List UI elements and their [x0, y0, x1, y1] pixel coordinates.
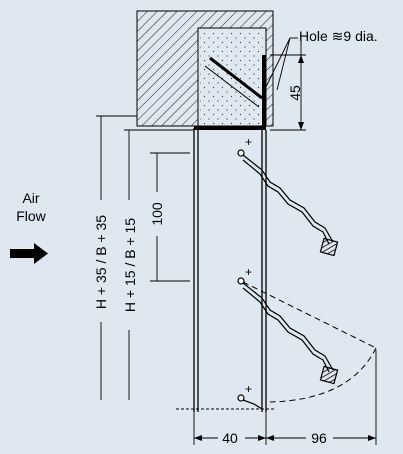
dimension-100 [150, 152, 190, 282]
wall-section [136, 10, 274, 127]
louvre-blade-1: + [237, 135, 339, 257]
dimension-40-label: 40 [222, 430, 238, 446]
svg-text:+: + [245, 135, 252, 149]
louvre-blade-2: + [237, 265, 377, 403]
dimension-height-inner [124, 129, 194, 400]
svg-text:+: + [245, 382, 252, 396]
dimension-height-outer [96, 115, 137, 400]
svg-text:+: + [245, 265, 252, 279]
arrow-right-icon [10, 243, 48, 264]
fixing-bracket [194, 55, 266, 130]
dimension-96-label: 96 [311, 430, 327, 446]
flow-label: Flow [16, 208, 46, 224]
dimension-height-outer-label: H + 35 / B + 35 [93, 215, 109, 309]
louvre-blade-3: + [237, 382, 263, 410]
louvre-frame [176, 128, 274, 412]
dimension-bottom [193, 350, 377, 445]
dimension-100-label: 100 [149, 202, 165, 226]
hole-leader [261, 37, 298, 96]
dimension-height-inner-label: H + 15 / B + 15 [122, 218, 138, 312]
dimension-45 [270, 40, 306, 131]
hole-label: Hole ≋9 dia. [299, 28, 378, 44]
air-label: Air [22, 190, 39, 206]
dimension-45-label: 45 [287, 85, 303, 101]
